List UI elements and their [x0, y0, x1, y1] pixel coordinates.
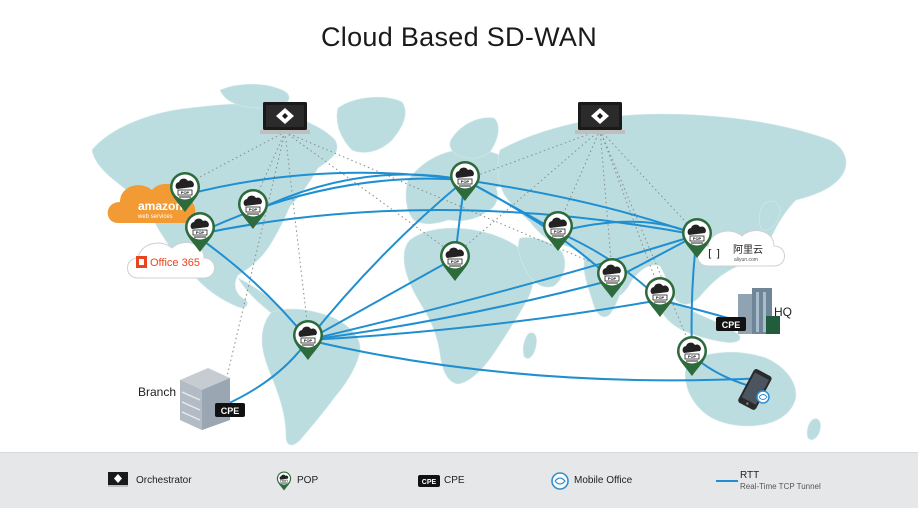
aliyun-url: aliyun.com: [734, 257, 758, 263]
new-zealand: [806, 418, 821, 440]
orchestrator-east: [575, 102, 625, 134]
branch-building: [180, 368, 230, 430]
orchestrator-icon: [108, 471, 128, 487]
svg-text:CPE: CPE: [722, 320, 741, 330]
legend-rtt: RTT Real-Time TCP Tunnel: [716, 453, 821, 508]
madagascar: [522, 332, 537, 359]
mobile-office-phone: [738, 369, 772, 410]
hq-cpe-icon: CPE: [716, 317, 746, 331]
legend-orchestrator: Orchestrator: [108, 453, 192, 508]
orchestrator-links: [174, 129, 698, 386]
legend-orchestrator-label: Orchestrator: [136, 475, 192, 486]
legend-mobile-office: Mobile Office: [551, 453, 632, 508]
mobile-office-logo: [756, 390, 770, 404]
scandinavia: [449, 117, 499, 159]
south-america: [261, 308, 361, 446]
continents: [91, 83, 847, 446]
arabian-peninsula: [518, 237, 566, 288]
japan: [758, 200, 781, 231]
hq-label: HQ: [774, 305, 792, 319]
greenland: [336, 96, 406, 153]
rtt-line-icon: [716, 479, 738, 482]
branch-cpe-icon: CPE: [215, 403, 245, 417]
legend-pop-label: POP: [297, 475, 319, 486]
office365-cloud: [127, 242, 215, 279]
svg-text:CPE: CPE: [422, 479, 437, 486]
legend-cpe-label: CPE: [444, 475, 465, 486]
legend-rtt-description: Real-Time TCP Tunnel: [740, 482, 821, 491]
legend-pop: POP: [276, 453, 318, 508]
world-map: POP: [91, 83, 847, 446]
orchestrator-west: [260, 102, 310, 134]
mobile-office-icon: [551, 471, 569, 490]
branch-label: Branch: [138, 385, 176, 399]
legend-mobile-office-label: Mobile Office: [574, 475, 633, 486]
svg-text:CPE: CPE: [221, 406, 240, 416]
pop-icon: [276, 470, 292, 491]
legend-rtt-label: RTT: [740, 470, 760, 481]
aws-sublabel: web services: [137, 214, 173, 220]
legend: Orchestrator POP CPE CPE Mobile Office: [0, 452, 918, 508]
aws-label: amazon: [138, 199, 183, 213]
aliyun-mark: [ ]: [708, 247, 720, 260]
page-title: Cloud Based SD-WAN: [321, 22, 597, 52]
aliyun-label: 阿里云: [733, 244, 763, 256]
legend-cpe: CPE CPE: [418, 453, 465, 508]
office-label: Office 365: [150, 257, 200, 269]
cpe-icon: CPE: [418, 474, 440, 487]
